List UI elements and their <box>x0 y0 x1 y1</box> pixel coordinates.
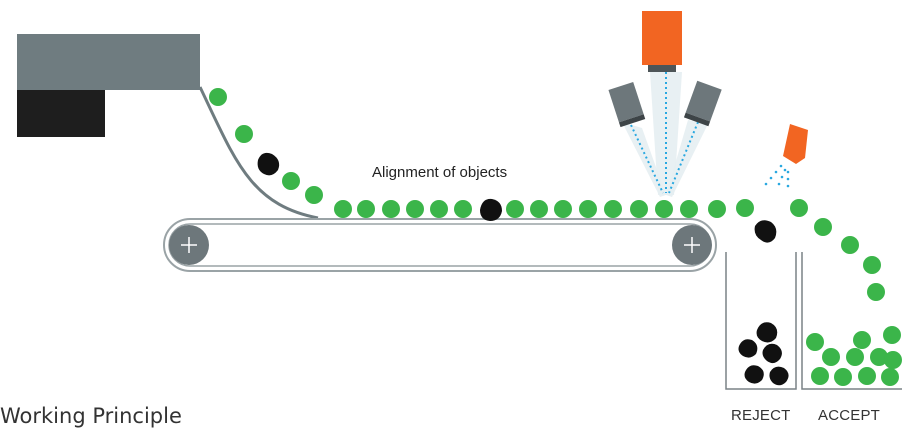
feed-chute <box>198 86 319 220</box>
reject-bin-label: REJECT <box>731 407 791 424</box>
conveyor-belt-outer <box>163 218 717 272</box>
reject-bin <box>725 252 797 390</box>
sensor-right-light-cone <box>666 120 708 197</box>
bad-objects <box>257 152 789 386</box>
camera-body <box>642 11 682 65</box>
diagram-title: Working Principle <box>0 404 182 428</box>
conveyor-belt-inner <box>168 223 712 267</box>
accept-bin-label: ACCEPT <box>818 407 881 424</box>
camera-lens-mount <box>648 65 676 72</box>
air-jet <box>764 164 790 188</box>
roller-left <box>169 225 209 265</box>
annotation-label: Alignment of objects <box>372 164 507 181</box>
sensor-right <box>683 80 722 127</box>
accept-bin-wall <box>801 252 902 390</box>
good-objects <box>209 88 902 386</box>
air-ejector-nozzle <box>783 124 808 164</box>
feeder-hopper <box>17 34 200 90</box>
feeder-base <box>17 90 105 137</box>
sensor-left-light-cone <box>622 122 666 197</box>
roller-right <box>672 225 712 265</box>
sensor-left <box>608 81 646 128</box>
